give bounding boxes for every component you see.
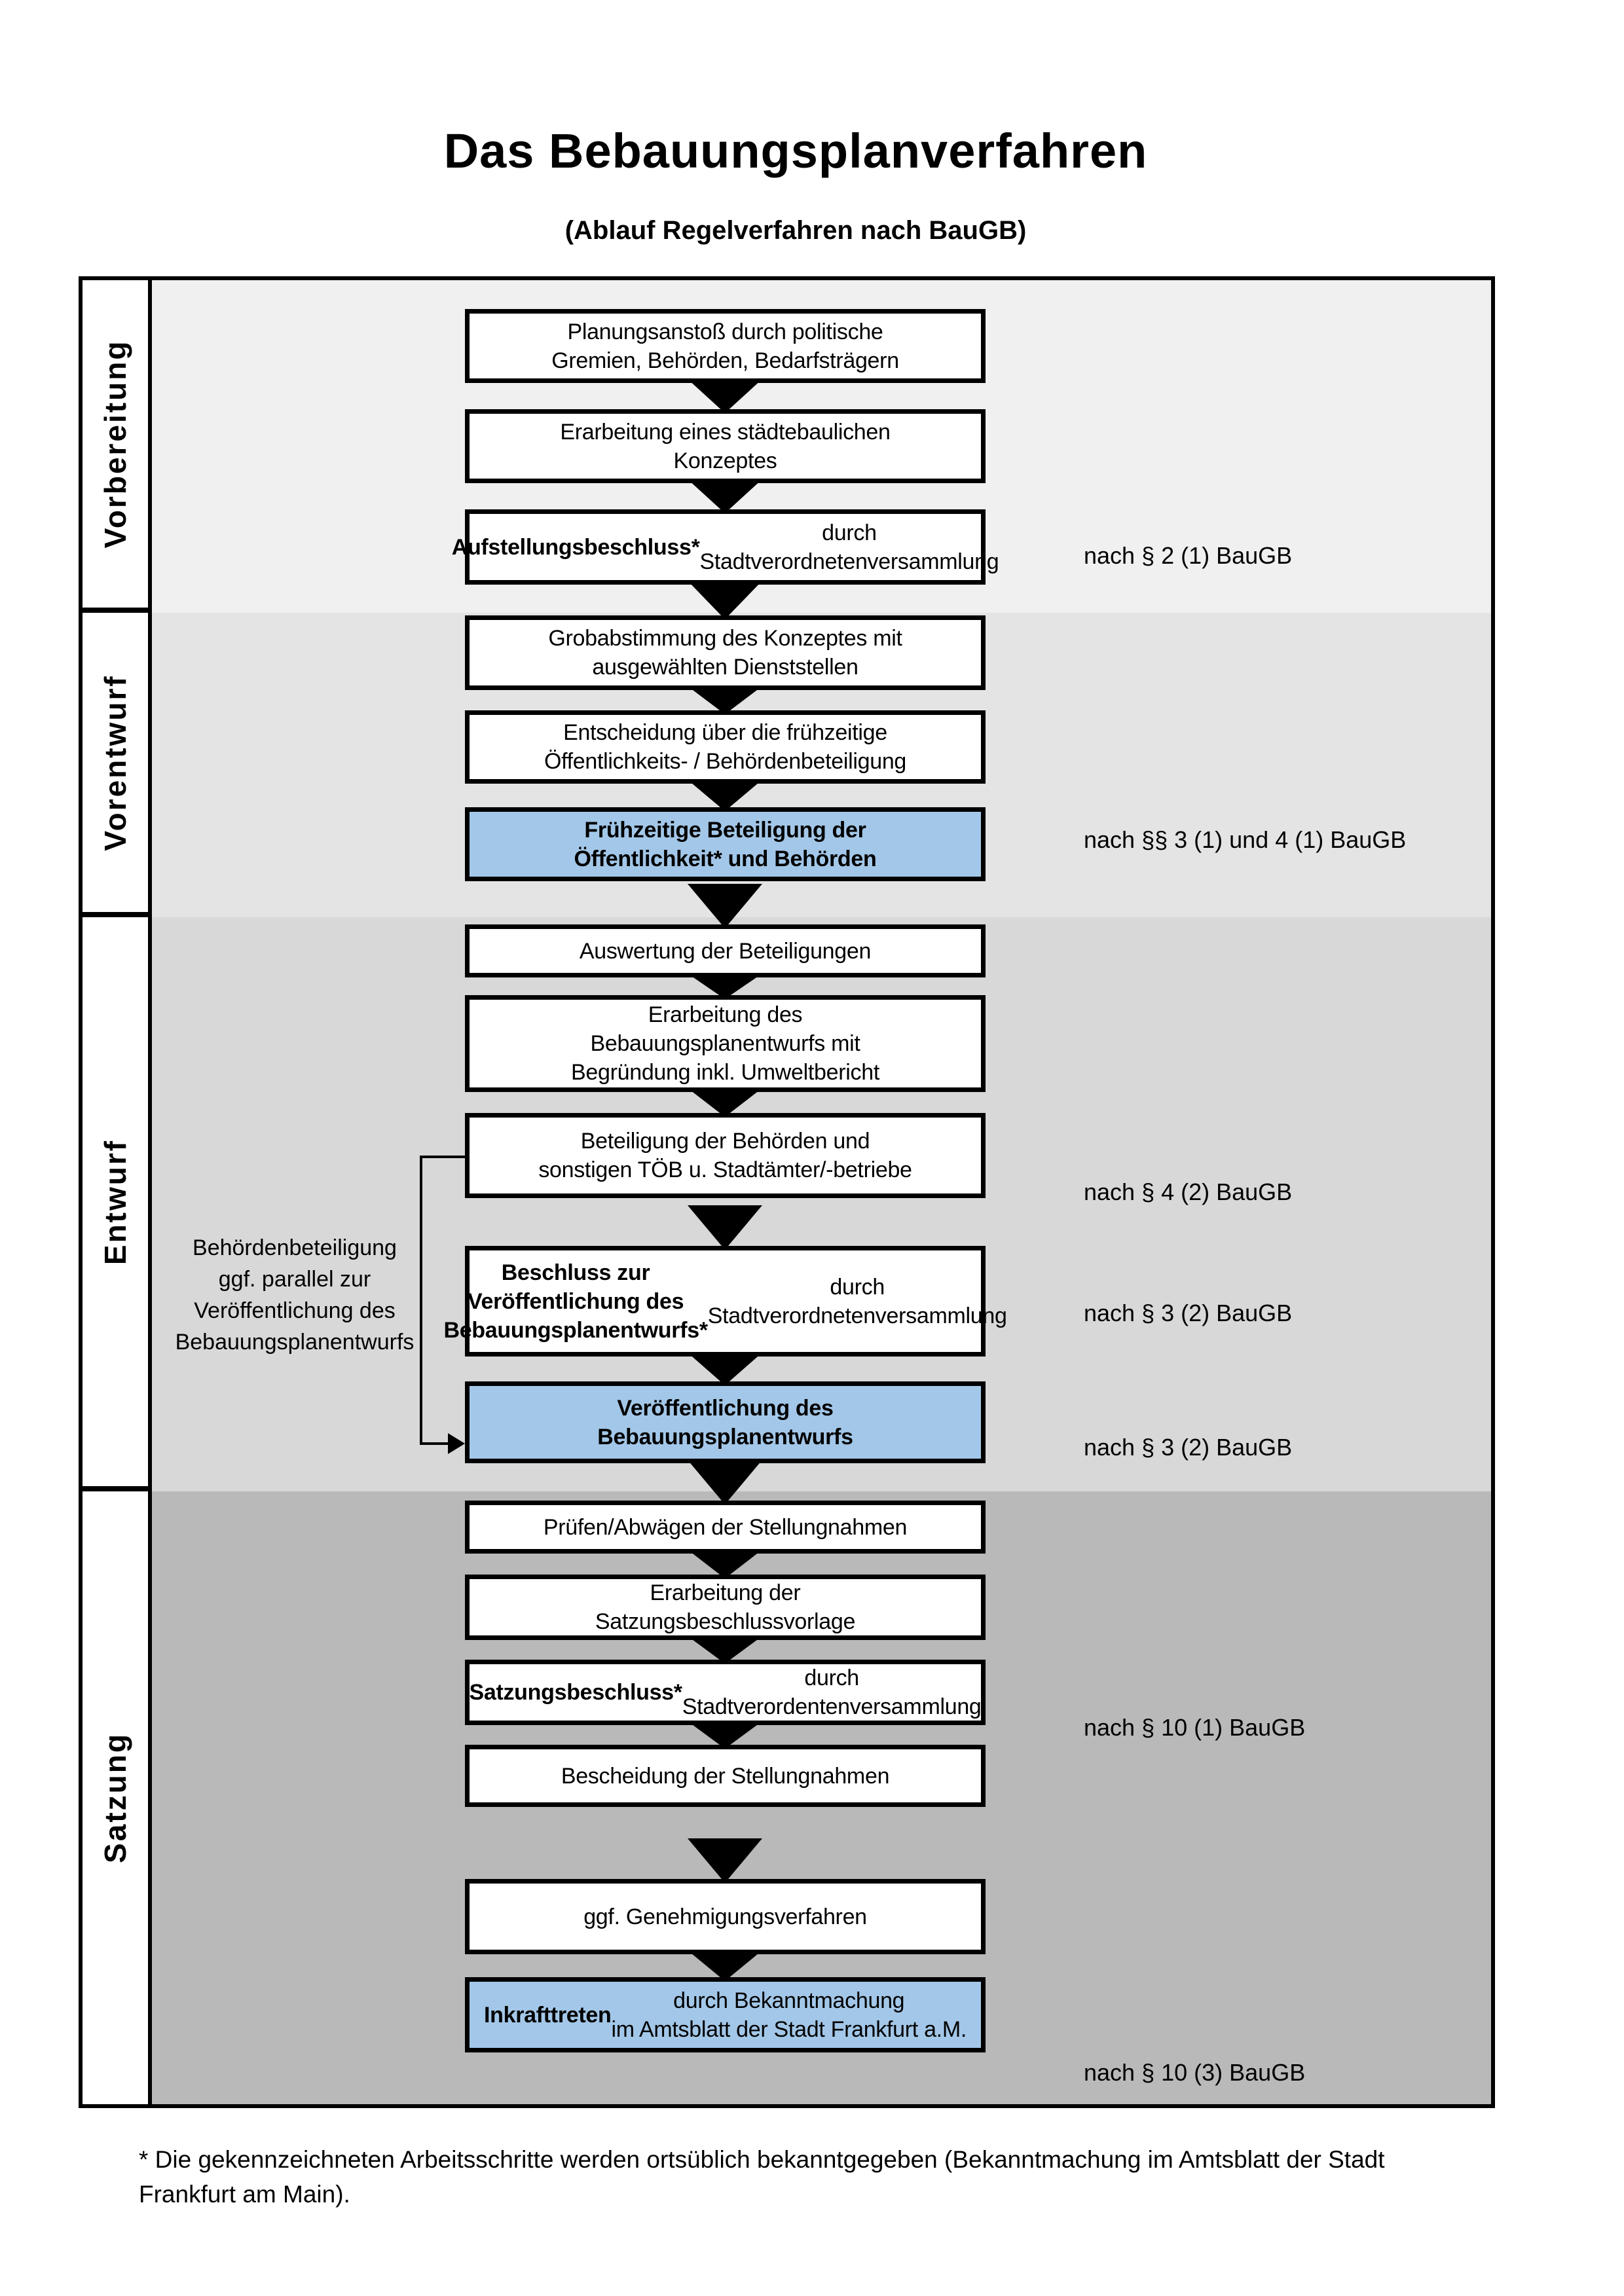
footnote: * Die gekennzeichneten Arbeitsschritte w… xyxy=(139,2142,1534,2212)
bracket-vertical-line xyxy=(420,1156,422,1445)
phase-label-entwurf: Entwurf xyxy=(98,1139,132,1265)
phase-label-satzung: Satzung xyxy=(98,1732,132,1863)
phase-label-vorentwurf: Vorentwurf xyxy=(98,674,132,851)
phase-row-vorbereitung: Vorbereitung xyxy=(83,280,1491,613)
phase-label-cell-vorentwurf: Vorentwurf xyxy=(83,613,152,917)
phase-label-cell-vorbereitung: Vorbereitung xyxy=(83,280,152,613)
phase-label-cell-entwurf: Entwurf xyxy=(83,917,152,1491)
phase-row-entwurf: Entwurf xyxy=(83,917,1491,1491)
phase-content-satzung xyxy=(152,1491,1491,2104)
phase-content-vorbereitung xyxy=(152,280,1491,613)
footnote-line-2: Frankfurt am Main). xyxy=(139,2181,350,2208)
phase-row-vorentwurf: Vorentwurf xyxy=(83,613,1491,917)
diagram-subtitle: (Ablauf Regelverfahren nach BauGB) xyxy=(564,216,1027,245)
side-note: Behördenbeteiligung ggf. parallel zur Ve… xyxy=(175,1235,415,1355)
phase-content-vorentwurf xyxy=(152,613,1491,917)
phase-label-cell-satzung: Satzung xyxy=(83,1491,152,2104)
footnote-line-1: * Die gekennzeichneten Arbeitsschritte w… xyxy=(139,2146,1385,2173)
diagram-title: Das Bebauungsplanverfahren xyxy=(443,124,1148,178)
bracket-top-line xyxy=(420,1156,465,1158)
phase-row-satzung: Satzung xyxy=(83,1491,1491,2104)
bracket-bottom-line xyxy=(420,1442,449,1445)
phase-label-vorbereitung: Vorbereitung xyxy=(98,339,132,549)
bracket-arrowhead-icon xyxy=(448,1433,465,1454)
flowchart-frame: Vorbereitung Vorentwurf Entwurf Satzung xyxy=(79,276,1495,2108)
phase-content-entwurf xyxy=(152,917,1491,1491)
